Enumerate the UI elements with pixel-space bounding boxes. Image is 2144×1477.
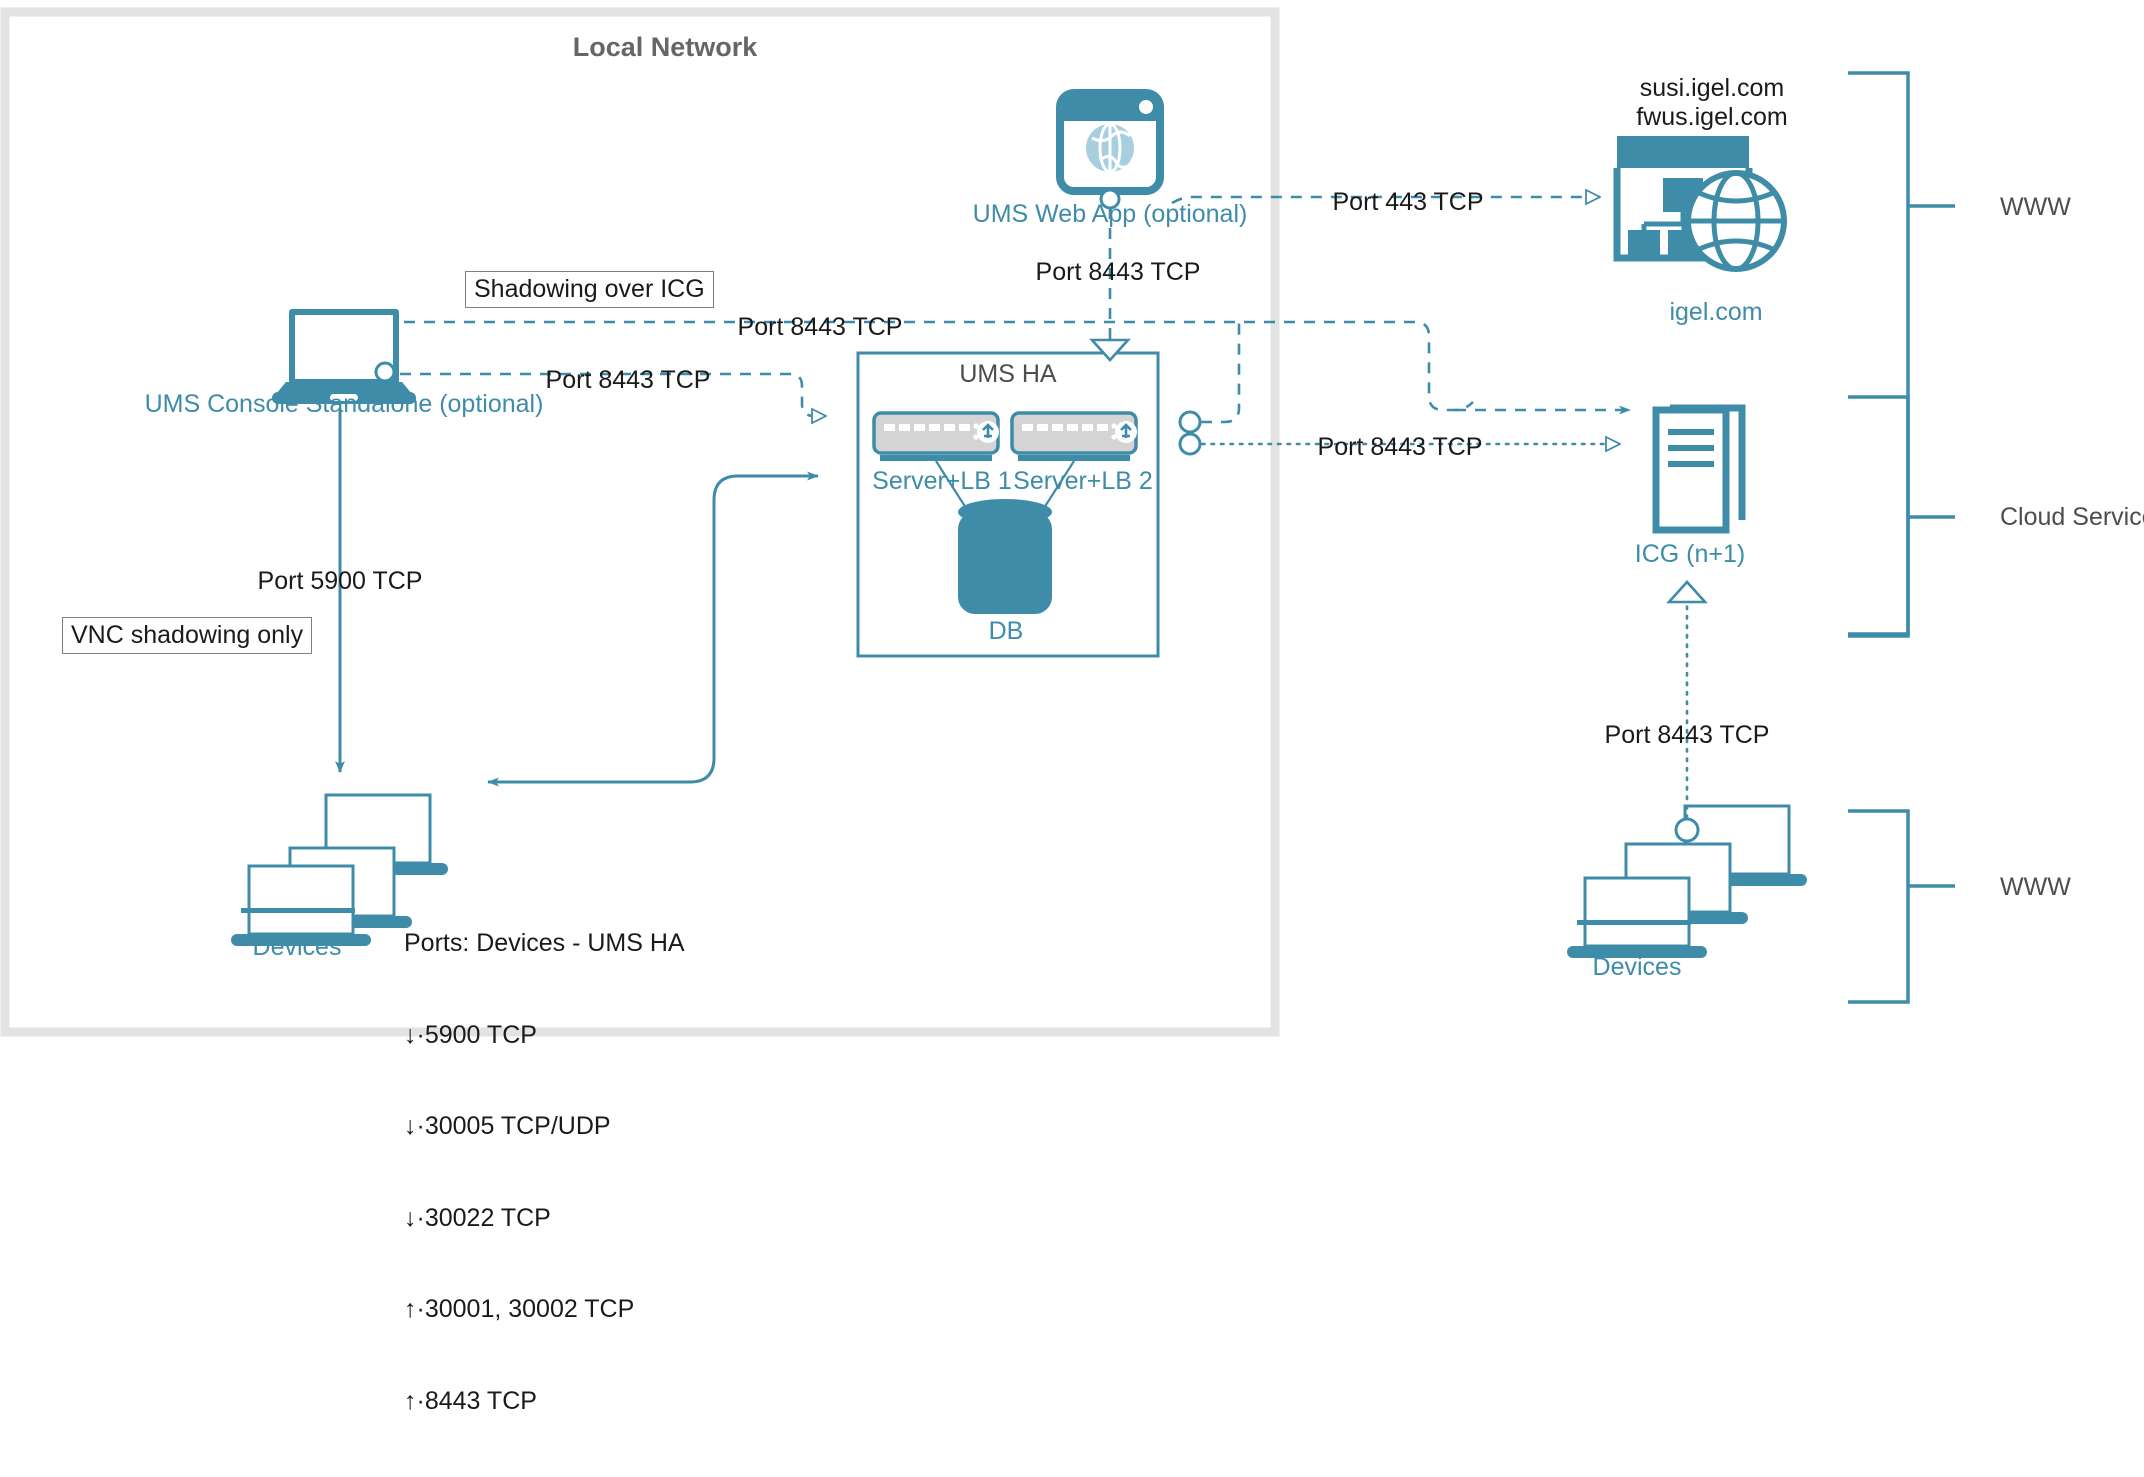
devices-right-icon	[1567, 804, 1807, 958]
ums-console-laptop-icon	[272, 309, 416, 404]
conn-webapp-to-igel	[1171, 197, 1600, 203]
conn-console-shadowing-label: Port 8443 TCP	[737, 313, 903, 341]
db-label: DB	[988, 617, 1024, 645]
conn-devices-to-icg-label: Port 8443 TCP	[1604, 721, 1770, 749]
local-network-title: Local Network	[572, 32, 758, 62]
server-lb-1-label: Server+LB 1	[872, 467, 1012, 495]
diagram-vector-layer	[0, 7, 1955, 1037]
server-lb-2-label: Server+LB 2	[1013, 467, 1153, 495]
conn-webapp-to-umsha	[1089, 208, 1131, 362]
server-lb-2-icon	[1010, 411, 1138, 509]
ports-legend-row: ↓·5900 TCP	[404, 1020, 537, 1049]
igel-com-portal-icon	[1613, 136, 1787, 272]
icg-gateway-icon	[1652, 404, 1746, 534]
ums-console-label: UMS Console Standalone (optional)	[144, 390, 544, 418]
devices-right-label: Devices	[1592, 953, 1682, 981]
conn-console-to-umsha	[400, 372, 826, 416]
ums-ha-label: UMS HA	[959, 360, 1057, 388]
igel-host-line-2: fwus.igel.com	[1636, 103, 1788, 131]
conn-console-to-devices-label: Port 5900 TCP	[257, 567, 423, 595]
bracket-www-bottom	[1848, 809, 1955, 1004]
ports-legend: Ports: Devices - UMS HA ↓·5900 TCP ↓·300…	[404, 867, 685, 1477]
conn-umsha-to-devices	[487, 471, 819, 787]
bracket-cloud-service-label: Cloud Service	[2000, 503, 2144, 531]
ums-web-app-icon	[1056, 89, 1164, 210]
diagram-canvas: Local Network UMS Web App (optional) Por…	[0, 7, 2144, 1415]
note-vnc-shadowing-only: VNC shadowing only	[62, 617, 313, 654]
umsha-endpoint-dashed	[1178, 410, 1202, 434]
ports-legend-row: ↑·8443 TCP	[404, 1386, 537, 1415]
umsha-endpoint-dotted	[1178, 432, 1202, 456]
ports-legend-row: ↓·30022 TCP	[404, 1203, 551, 1232]
ums-web-app-label: UMS Web App (optional)	[972, 200, 1248, 228]
ports-legend-row: ↑·30001, 30002 TCP	[404, 1295, 635, 1323]
icg-label: ICG (n+1)	[1634, 540, 1746, 568]
devices-left-label: Devices	[252, 933, 342, 961]
conn-console-to-umsha-label: Port 8443 TCP	[545, 366, 711, 394]
ports-legend-title: Ports: Devices - UMS HA	[404, 929, 685, 957]
conn-webapp-to-igel-label: Port 443 TCP	[1332, 188, 1484, 216]
conn-umsha-to-icg-label: Port 8443 TCP	[1317, 433, 1483, 461]
server-lb-1-icon	[872, 411, 1000, 509]
note-shadowing-over-icg: Shadowing over ICG	[465, 271, 714, 308]
bracket-www-top-label: WWW	[2000, 193, 2071, 221]
bracket-cloud-service	[1848, 395, 1955, 638]
conn-webapp-to-umsha-label: Port 8443 TCP	[1035, 258, 1201, 286]
bracket-www-bottom-label: WWW	[2000, 873, 2071, 901]
conn-devices-to-icg	[1666, 580, 1708, 820]
bracket-www-top	[1848, 71, 1955, 636]
devices-left-icon	[231, 793, 448, 946]
umsha-dashed-riser	[1201, 322, 1241, 424]
conn-console-shadowing-to-icg	[404, 320, 1631, 415]
ports-legend-row: ↓·30005 TCP/UDP	[404, 1112, 611, 1140]
database-cylinder-icon	[958, 499, 1052, 614]
igel-host-line-1: susi.igel.com	[1639, 74, 1785, 102]
igel-com-label: igel.com	[1669, 298, 1763, 326]
